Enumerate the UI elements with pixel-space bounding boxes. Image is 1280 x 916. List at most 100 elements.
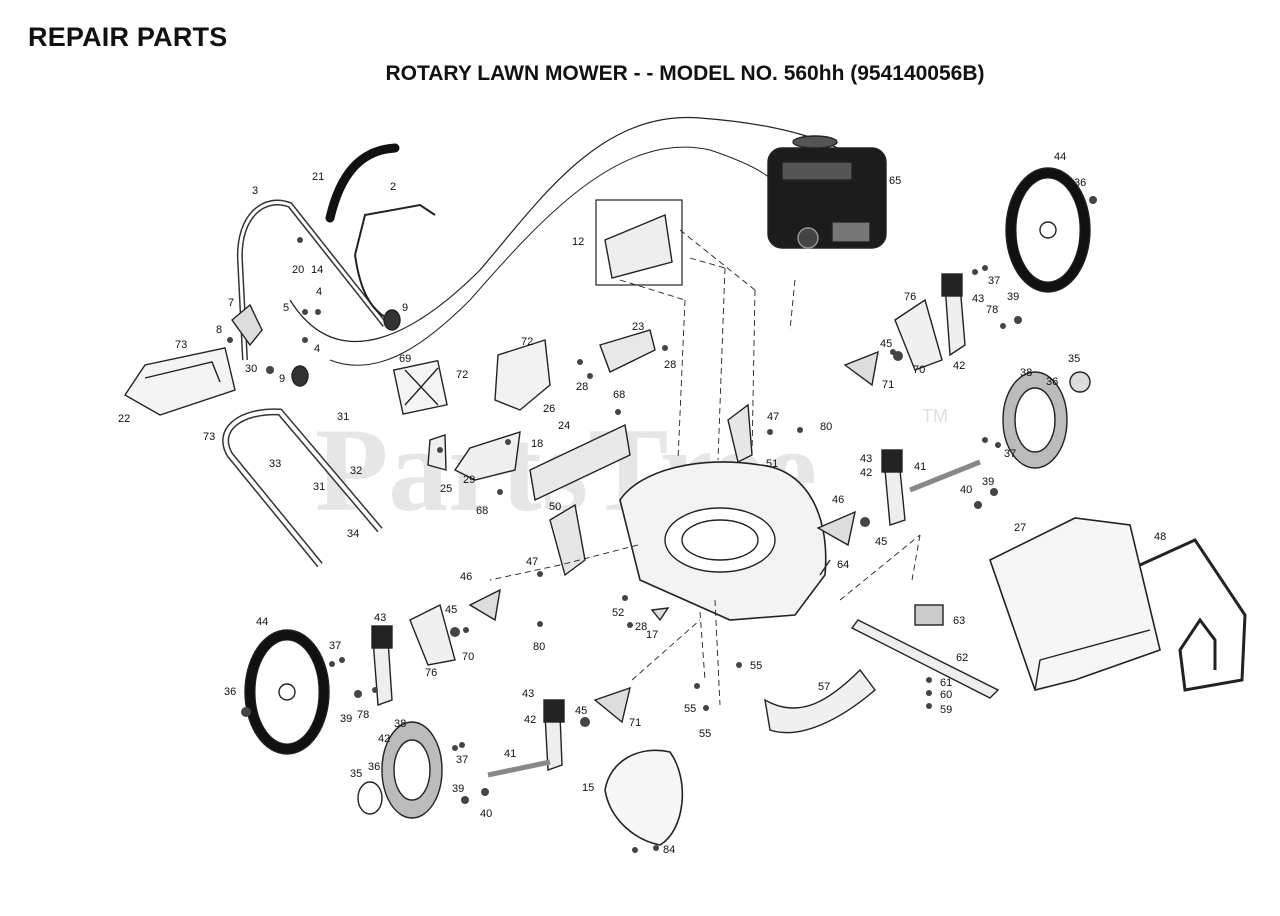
part-label-p76a: 76 xyxy=(904,291,916,303)
control-cable-2 xyxy=(329,146,771,366)
part-label-p39b: 39 xyxy=(982,476,994,488)
part-label-p73b: 73 xyxy=(203,431,215,443)
part-label-p29: 29 xyxy=(463,474,475,486)
lever-knob-fr xyxy=(881,449,903,473)
part-label-p55c: 55 xyxy=(699,728,711,740)
part-label-p28a: 28 xyxy=(576,381,588,393)
lever-knob-fl xyxy=(543,699,565,723)
part-label-p25: 25 xyxy=(440,483,452,495)
part-label-p44a: 44 xyxy=(1054,151,1066,163)
plate-46-right xyxy=(816,510,856,547)
part-label-p41a: 41 xyxy=(914,461,926,473)
part-label-p9b: 9 xyxy=(279,373,285,385)
mower-deck xyxy=(619,461,827,621)
bracket-25 xyxy=(427,434,447,471)
deck-edge xyxy=(819,559,831,576)
part-label-p59: 59 xyxy=(940,704,952,716)
part-label-p45b: 45 xyxy=(875,536,887,548)
part-label-p8: 8 xyxy=(216,324,222,336)
page-title: REPAIR PARTS xyxy=(28,22,228,52)
hub-cap-left xyxy=(357,781,383,815)
part-label-p69: 69 xyxy=(399,353,411,365)
decal-12 xyxy=(604,214,673,279)
part-label-p55a: 55 xyxy=(750,660,762,672)
bag-frame xyxy=(1139,538,1247,692)
part-label-p80b: 80 xyxy=(533,641,545,653)
part-label-p14: 14 xyxy=(311,264,323,276)
part-label-p72b: 72 xyxy=(456,369,468,381)
part-label-p51: 51 xyxy=(766,458,778,470)
part-label-p36c: 36 xyxy=(224,686,236,698)
part-label-p47a: 47 xyxy=(767,411,779,423)
decal-box xyxy=(595,199,683,286)
part-label-p57: 57 xyxy=(818,681,830,693)
part-label-p64: 64 xyxy=(837,559,849,571)
handle-knob-lower xyxy=(291,365,309,387)
part-label-p78b: 78 xyxy=(357,709,369,721)
part-label-p46a: 46 xyxy=(832,494,844,506)
part-label-p32: 32 xyxy=(350,465,362,477)
part-label-p36d: 36 xyxy=(368,761,380,773)
guide-lines xyxy=(489,229,921,706)
axle-right xyxy=(909,459,981,493)
engine xyxy=(767,135,887,249)
part-label-p63: 63 xyxy=(953,615,965,627)
part-label-p37a: 37 xyxy=(988,275,1000,287)
part-label-p43a: 43 xyxy=(972,293,984,305)
part-label-p27: 27 xyxy=(1014,522,1026,534)
part-label-p70a: 70 xyxy=(913,364,925,376)
part-label-p31a: 31 xyxy=(337,411,349,423)
part-label-p9a: 9 xyxy=(402,302,408,314)
wheel-front-right xyxy=(1002,371,1068,469)
baffle xyxy=(764,668,876,734)
part-label-p7: 7 xyxy=(228,297,234,309)
upper-handle-inner xyxy=(238,200,387,361)
rear-door xyxy=(529,423,631,502)
part-label-p68a: 68 xyxy=(613,389,625,401)
part-label-p43d: 43 xyxy=(522,688,534,700)
grass-bag xyxy=(989,517,1161,691)
part-label-p80a: 80 xyxy=(820,421,832,433)
part-label-p72a: 72 xyxy=(521,336,533,348)
control-bail xyxy=(354,203,436,256)
bracket-50 xyxy=(549,503,586,577)
part-label-p65: 65 xyxy=(889,175,901,187)
blade-adapter xyxy=(914,604,944,626)
part-label-p12: 12 xyxy=(572,236,584,248)
hardware xyxy=(227,196,1097,853)
part-label-p37b: 37 xyxy=(1004,448,1016,460)
height-lever-fr xyxy=(884,469,906,526)
wheel-rear-left xyxy=(244,629,330,755)
bracket-29 xyxy=(453,430,521,481)
part-label-p35b: 35 xyxy=(350,768,362,780)
part-label-p52: 52 xyxy=(612,607,624,619)
part-label-p55b: 55 xyxy=(684,703,696,715)
part-label-p84: 84 xyxy=(663,844,675,856)
part-label-p28b: 28 xyxy=(664,359,676,371)
part-label-p61: 61 xyxy=(940,677,952,689)
part-label-p40a: 40 xyxy=(960,484,972,496)
part-label-p38b: 38 xyxy=(394,718,406,730)
axle-left xyxy=(487,759,551,778)
discharge-chute xyxy=(604,749,684,846)
lever-knob-rl xyxy=(371,625,393,649)
part-label-p39c: 39 xyxy=(340,713,352,725)
wheel-front-left xyxy=(381,721,443,819)
part-label-p41b: 41 xyxy=(504,748,516,760)
lever-knob-rr xyxy=(941,273,963,297)
part-label-p38a: 38 xyxy=(1020,367,1032,379)
lower-handle-inner xyxy=(223,409,382,567)
plate-71-right xyxy=(843,350,879,387)
handle-knob-upper xyxy=(383,309,401,331)
part-label-p20: 20 xyxy=(292,264,304,276)
part-label-p44b: 44 xyxy=(256,616,268,628)
handle-grip xyxy=(325,143,400,223)
wheel-rear-right xyxy=(1005,167,1091,293)
part-label-p42b: 42 xyxy=(860,467,872,479)
part-label-p47b: 47 xyxy=(526,556,538,568)
hub-cap-right xyxy=(1069,371,1091,393)
part-label-p3: 3 xyxy=(252,185,258,197)
part-label-p43c: 43 xyxy=(374,612,386,624)
part-label-p71a: 71 xyxy=(882,379,894,391)
